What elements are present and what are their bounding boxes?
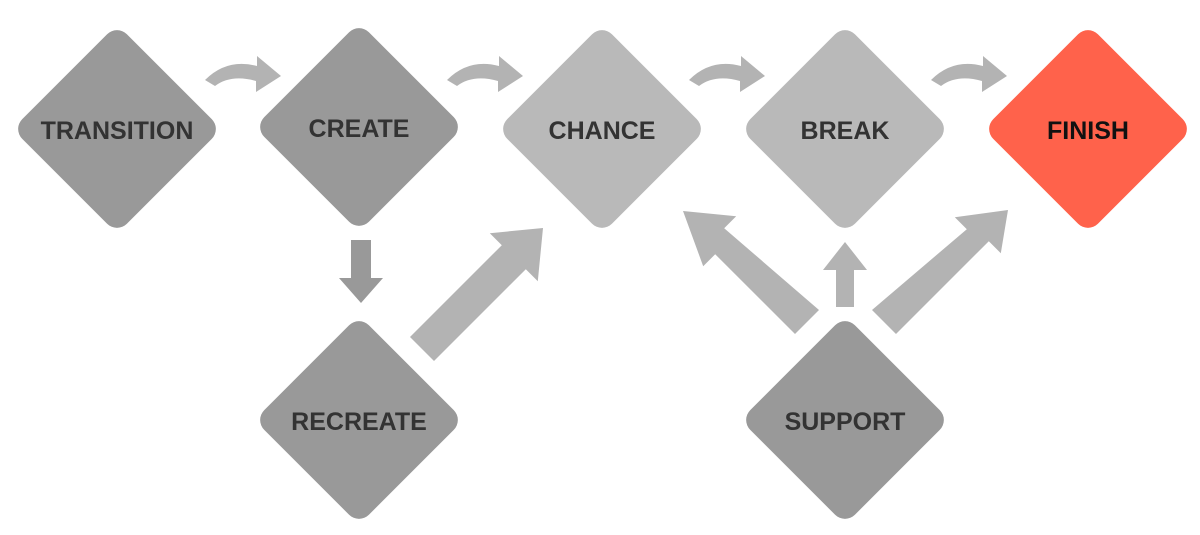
arrow-chance-to-break — [689, 56, 765, 92]
node-finish: FINISH — [989, 30, 1187, 228]
arrow-break-to-finish — [931, 56, 1007, 92]
arrow-recreate-to-chance — [410, 228, 543, 361]
node-transition: TRANSITION — [18, 30, 216, 228]
arrows — [205, 56, 1008, 361]
node-label-transition: TRANSITION — [41, 117, 194, 145]
arrow-support-to-chance — [683, 211, 819, 334]
arrow-create-to-recreate — [339, 240, 383, 303]
arrow-support-to-break — [823, 242, 867, 307]
node-create: CREATE — [260, 28, 458, 226]
arrow-create-to-chance — [447, 56, 523, 92]
node-label-break: BREAK — [801, 117, 890, 145]
node-label-create: CREATE — [309, 115, 410, 143]
arrow-transition-to-create — [205, 56, 281, 92]
node-chance: CHANCE — [503, 30, 701, 228]
node-support: SUPPORT — [746, 321, 944, 519]
node-label-finish: FINISH — [1047, 117, 1129, 145]
node-recreate: RECREATE — [260, 321, 458, 519]
node-label-support: SUPPORT — [785, 408, 906, 436]
node-label-chance: CHANCE — [549, 117, 656, 145]
arrow-support-to-finish — [872, 210, 1008, 334]
node-break: BREAK — [746, 30, 944, 228]
node-label-recreate: RECREATE — [291, 408, 427, 436]
